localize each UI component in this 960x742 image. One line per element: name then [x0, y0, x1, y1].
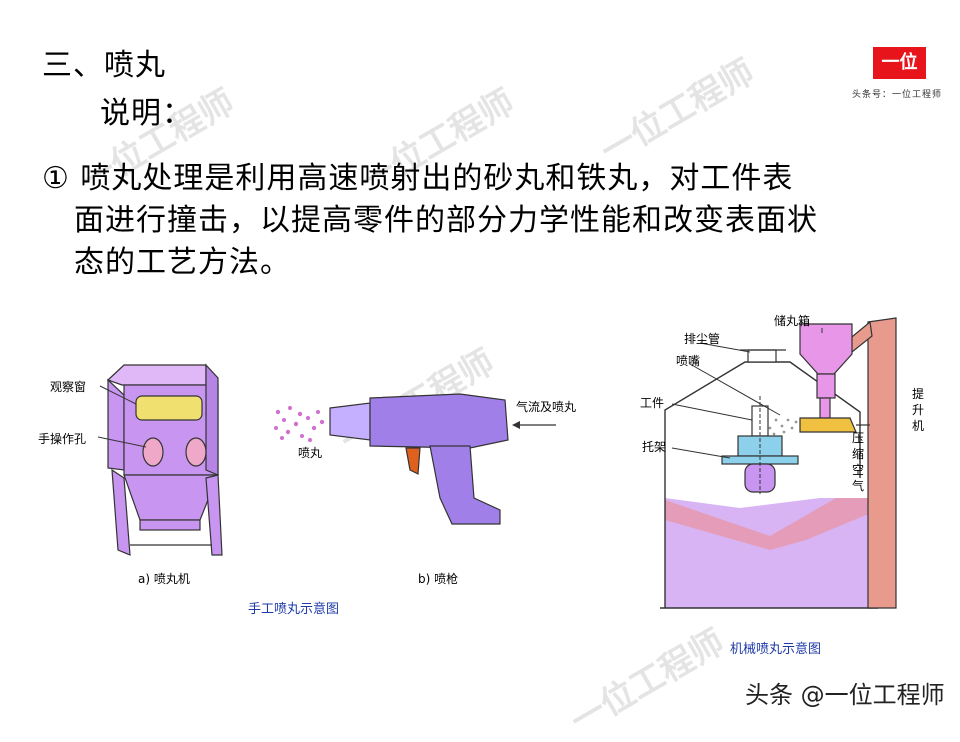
spray-gun-drawing — [274, 393, 556, 525]
label-shot: 喷丸 — [298, 446, 323, 460]
label-lift: 提 升 机 — [912, 386, 926, 434]
label-observation-window: 观察窗 — [50, 380, 87, 394]
shot-peening-cabinet-drawing — [97, 363, 223, 556]
label-lift-char: 升 — [912, 403, 925, 417]
label-lift-char: 机 — [912, 419, 925, 433]
slide-subheading: 说明： — [100, 96, 193, 131]
paragraph-line: ① 喷丸处理是利用高速喷射出的砂丸和铁丸，对工件表 — [42, 161, 794, 196]
machine-diagram-caption: 机械喷丸示意图 — [730, 642, 822, 657]
label-hand-hole: 手操作孔 — [38, 432, 87, 446]
sub-caption-a: a) 喷丸机 — [138, 572, 190, 586]
label-nozzle: 喷嘴 — [676, 354, 701, 368]
footer-watermark: 头条 @一位工程师 — [745, 681, 945, 709]
label-air-char: 空 — [852, 463, 865, 477]
label-air-char: 气 — [852, 479, 865, 493]
brand-logo: 一位 — [873, 47, 926, 79]
brand-logo-caption: 头条号：一位工程师 — [852, 90, 943, 100]
description-paragraph: ① 喷丸处理是利用高速喷射出的砂丸和铁丸，对工件表 面进行撞击，以提高零件的部分… — [42, 158, 842, 284]
label-compressed-air: 压 缩 空 气 — [852, 430, 866, 494]
label-shot-storage: 储丸箱 — [774, 314, 811, 328]
label-holder: 托架 — [642, 440, 667, 454]
label-dust-pipe: 排尘管 — [684, 332, 721, 346]
paragraph-line: 态的工艺方法。 — [74, 245, 291, 280]
slide-heading: 三、喷丸 — [42, 48, 166, 83]
sub-caption-b: b) 喷枪 — [418, 572, 459, 586]
paragraph-line: 面进行撞击，以提高零件的部分力学性能和改变表面状 — [74, 203, 818, 238]
manual-diagram-caption: 手工喷丸示意图 — [248, 602, 340, 617]
machine-peening-drawing — [660, 317, 897, 609]
label-air-char: 缩 — [852, 447, 865, 461]
label-air-char: 压 — [852, 431, 865, 445]
label-lift-char: 提 — [912, 387, 925, 401]
label-workpiece: 工件 — [640, 396, 665, 410]
label-airflow-and-shot: 气流及喷丸 — [516, 400, 577, 414]
